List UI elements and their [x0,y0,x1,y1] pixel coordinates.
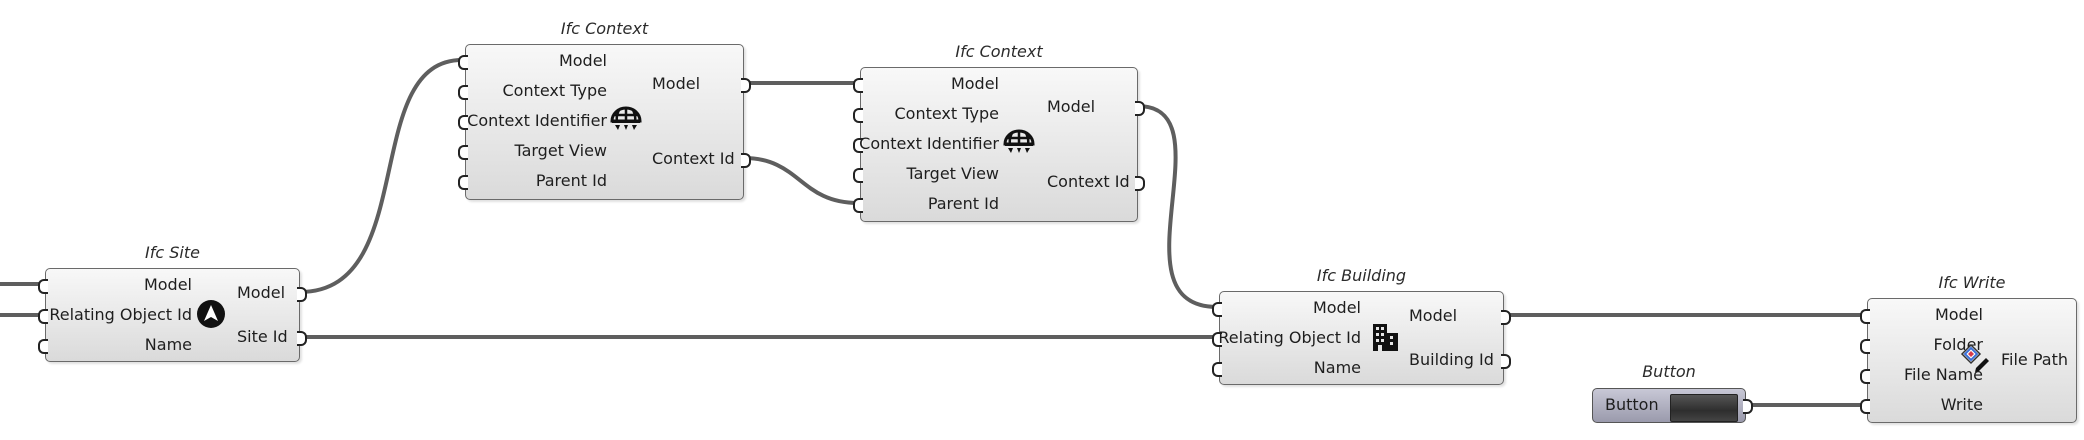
component-title: Ifc Context [955,42,1043,61]
button-label: Button [1605,395,1659,414]
input-model-label: Model [950,74,999,93]
ifc-site-component[interactable]: Ifc Site Model Relating Object Id Name M… [38,243,307,362]
output-model-label: Model [1047,97,1096,116]
input-grip[interactable] [1860,309,1870,324]
output-grip[interactable] [1135,176,1145,191]
component-body[interactable] [45,268,300,362]
output-grip[interactable] [1501,354,1511,369]
input-grip[interactable] [853,198,863,213]
input-context-identifier-label: Context Identifier [467,111,607,130]
component-body[interactable] [860,67,1138,222]
input-relating-object-id-label: Relating Object Id [49,305,192,324]
output-site-id-label: Site Id [237,327,288,346]
input-grip[interactable] [853,138,863,153]
input-grip[interactable] [38,309,48,324]
output-model-label: Model [1409,306,1458,325]
output-grip[interactable] [297,287,307,302]
input-grip[interactable] [853,108,863,123]
input-model-label: Model [1934,305,1983,324]
write-file-icon [1960,343,1989,372]
output-model-label: Model [237,283,286,302]
input-context-type-label: Context Type [894,104,999,123]
output-building-id-label: Building Id [1409,350,1494,369]
input-grip[interactable] [458,55,468,70]
component-title: Ifc Context [560,19,649,38]
component-body[interactable] [1219,291,1504,385]
input-grip[interactable] [1860,369,1870,384]
button-component[interactable]: Button Button [1592,362,1753,423]
output-grip[interactable] [1501,310,1511,325]
input-model-label: Model [1312,298,1361,317]
output-grip[interactable] [297,331,307,346]
globe-context-icon [610,106,642,130]
input-grip[interactable] [853,78,863,93]
input-file-name-label: File Name [1903,365,1983,384]
output-context-id-label: Context Id [1047,172,1130,191]
input-context-type-label: Context Type [502,81,607,100]
push-button[interactable] [1670,394,1738,422]
input-grip[interactable] [458,145,468,160]
globe-context-icon [1003,129,1035,153]
ifc-context-component-2[interactable]: Ifc Context Model Context Type Context I… [853,42,1145,222]
output-file-path-label: File Path [2001,350,2069,369]
output-model-label: Model [652,74,701,93]
ifc-building-component[interactable]: Ifc Building Model Relating Object Id Na… [1212,266,1511,385]
wire-contextid-to-parentid [742,156,860,205]
input-name-label: Name [1313,358,1361,377]
output-grip[interactable] [1743,399,1753,414]
input-parent-id-label: Parent Id [927,194,999,213]
input-grip[interactable] [38,339,48,354]
input-write-label: Write [1940,395,1983,414]
component-body[interactable] [465,44,744,200]
input-grip[interactable] [853,168,863,183]
input-target-view-label: Target View [906,164,999,183]
input-grip[interactable] [1212,362,1222,377]
compass-icon [197,300,225,328]
input-grip[interactable] [38,279,48,294]
input-model-label: Model [143,275,192,294]
input-grip[interactable] [1860,399,1870,414]
input-grip[interactable] [1860,339,1870,354]
ifc-write-component[interactable]: Ifc Write Model Folder File Name Write F… [1860,273,2077,423]
input-grip[interactable] [458,85,468,100]
component-title: Ifc Site [145,243,200,262]
input-grip[interactable] [1212,302,1222,317]
component-title: Ifc Building [1316,266,1407,285]
wire-site-to-context1 [298,58,464,294]
output-grip[interactable] [741,153,751,168]
input-target-view-label: Target View [514,141,607,160]
input-model-label: Model [558,51,607,70]
component-title: Button [1642,362,1696,381]
input-grip[interactable] [1212,332,1222,347]
input-context-identifier-label: Context Identifier [859,134,999,153]
input-grip[interactable] [458,175,468,190]
input-parent-id-label: Parent Id [535,171,607,190]
ifc-context-component-1[interactable]: Ifc Context Model Context Type Context I… [458,19,751,200]
output-grip[interactable] [741,78,751,93]
output-context-id-label: Context Id [652,149,735,168]
component-title: Ifc Write [1938,273,2006,292]
building-icon [1373,324,1398,351]
input-grip[interactable] [458,115,468,130]
input-name-label: Name [144,335,192,354]
output-grip[interactable] [1135,101,1145,116]
input-relating-object-id-label: Relating Object Id [1218,328,1361,347]
wire-context2-to-building [1136,104,1219,309]
